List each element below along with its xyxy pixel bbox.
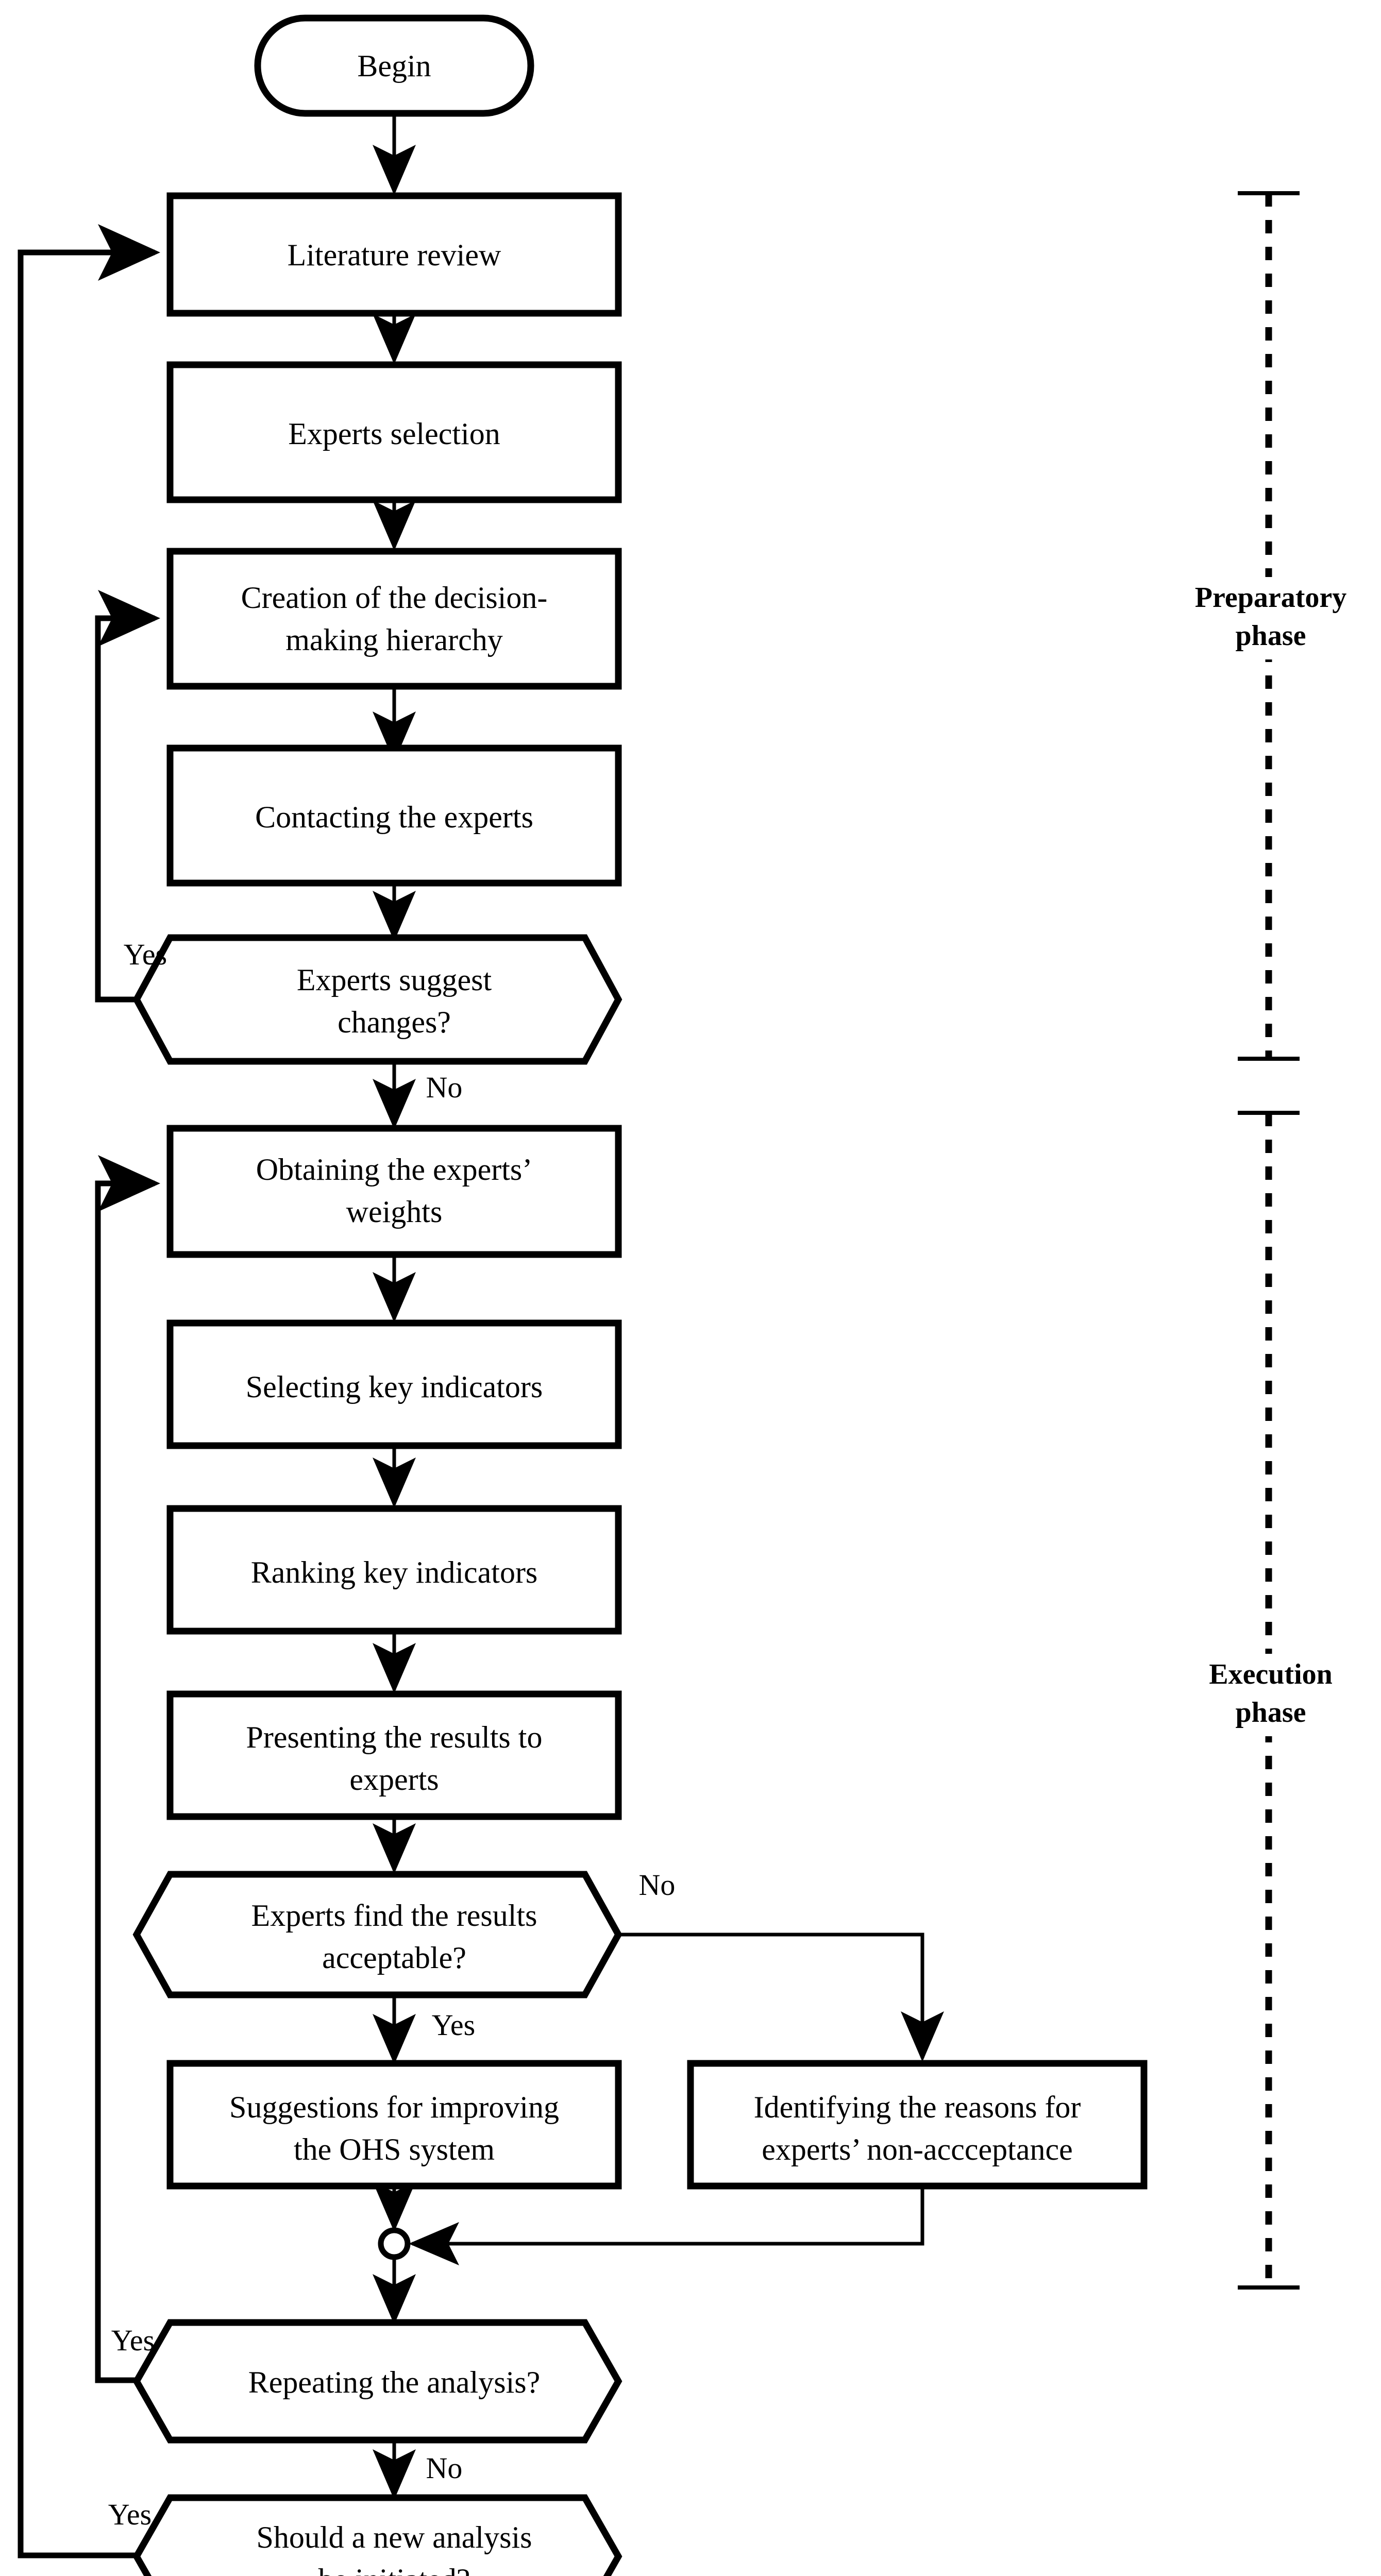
node-repeating-analysis-label: Repeating the analysis? [248,2365,540,2399]
phase-label-execution-line2: phase [1236,1697,1306,1728]
node-obtaining-weights-label-1: Obtaining the experts’ [256,1153,533,1187]
node-new-analysis-label-1: Should a new analysis [257,2520,532,2554]
phase-bracket-execution [1238,1111,1300,2290]
edge-label-acceptable-no: No [639,1868,676,1902]
phase-label-preparatory-line1: Preparatory [1195,582,1346,614]
node-hierarchy-creation-label-2: making hierarchy [285,623,503,657]
edge-label-suggest-no: No [426,1071,463,1104]
edge-label-suggest-yes: Yes [124,938,167,971]
phase-label-preparatory-line2: phase [1236,620,1306,652]
phase-label-preparatory: Preparatory phase [1162,577,1381,659]
node-presenting-results-label-2: experts [349,1762,439,1797]
node-results-acceptable-label-1: Experts find the results [251,1899,537,1933]
edge-label-acceptable-yes: Yes [432,2008,475,2042]
node-results-acceptable-label-2: acceptable? [322,1941,466,1975]
node-experts-selection: Experts selection [166,361,622,503]
node-contacting-experts-label: Contacting the experts [255,800,533,834]
node-selecting-indicators-label: Selecting key indicators [246,1370,543,1404]
edge-acceptable-no-to-identifying [618,1933,944,2062]
node-suggestions-ohs: Suggestions for improving the OHS system [166,2060,622,2190]
node-presenting-results: Presenting the results to experts [166,1690,622,1820]
node-identifying-reasons-label-1: Identifying the reasons for [754,2090,1081,2124]
node-begin-label: Begin [357,49,431,83]
node-presenting-results-label-1: Presenting the results to [246,1720,543,1754]
node-identifying-reasons: Identifying the reasons for experts’ non… [687,2060,1148,2190]
phase-label-execution-line1: Execution [1209,1658,1333,1690]
merge-junction-circle [378,2227,411,2260]
node-experts-suggest-changes-label-1: Experts suggest [297,963,492,997]
node-experts-suggest-changes-label-2: changes? [338,1005,451,1039]
phase-label-execution: Execution phase [1162,1654,1381,1736]
node-contacting-experts: Contacting the experts [166,744,622,887]
edge-label-newanalysis-yes: Yes [108,2498,151,2531]
edge-identifying-to-merge [409,2184,924,2265]
node-obtaining-weights-label-2: weights [346,1195,443,1229]
node-results-acceptable: Experts find the results acceptable? [132,1871,622,1998]
node-experts-selection-label: Experts selection [288,417,500,451]
node-ranking-indicators: Ranking key indicators [166,1505,622,1635]
node-suggestions-ohs-label-2: the OHS system [294,2132,495,2166]
node-identifying-reasons-label-2: experts’ non-accceptance [762,2132,1073,2166]
node-literature-review-label: Literature review [288,238,501,272]
node-new-analysis-label-2: be initiated? [318,2563,470,2576]
node-hierarchy-creation: Creation of the decision- making hierarc… [166,548,622,690]
node-literature-review: Literature review [166,192,622,317]
edge-label-repeating-no: No [426,2451,463,2485]
node-experts-suggest-changes: Experts suggest changes? [132,934,622,1065]
node-obtaining-weights: Obtaining the experts’ weights [166,1125,622,1258]
node-selecting-indicators: Selecting key indicators [166,1319,622,1449]
node-repeating-analysis: Repeating the analysis? [132,2319,622,2444]
node-new-analysis: Should a new analysis be initiated? [132,2494,622,2576]
node-hierarchy-creation-label-1: Creation of the decision- [241,581,548,615]
node-suggestions-ohs-label-1: Suggestions for improving [229,2090,559,2124]
node-ranking-indicators-label: Ranking key indicators [251,1555,538,1589]
edge-label-repeating-yes: Yes [111,2324,155,2357]
node-begin: Begin [254,14,534,117]
edge-newanalysis-yes-loop [18,224,170,2558]
edge-repeating-yes-loop [95,1155,170,2383]
